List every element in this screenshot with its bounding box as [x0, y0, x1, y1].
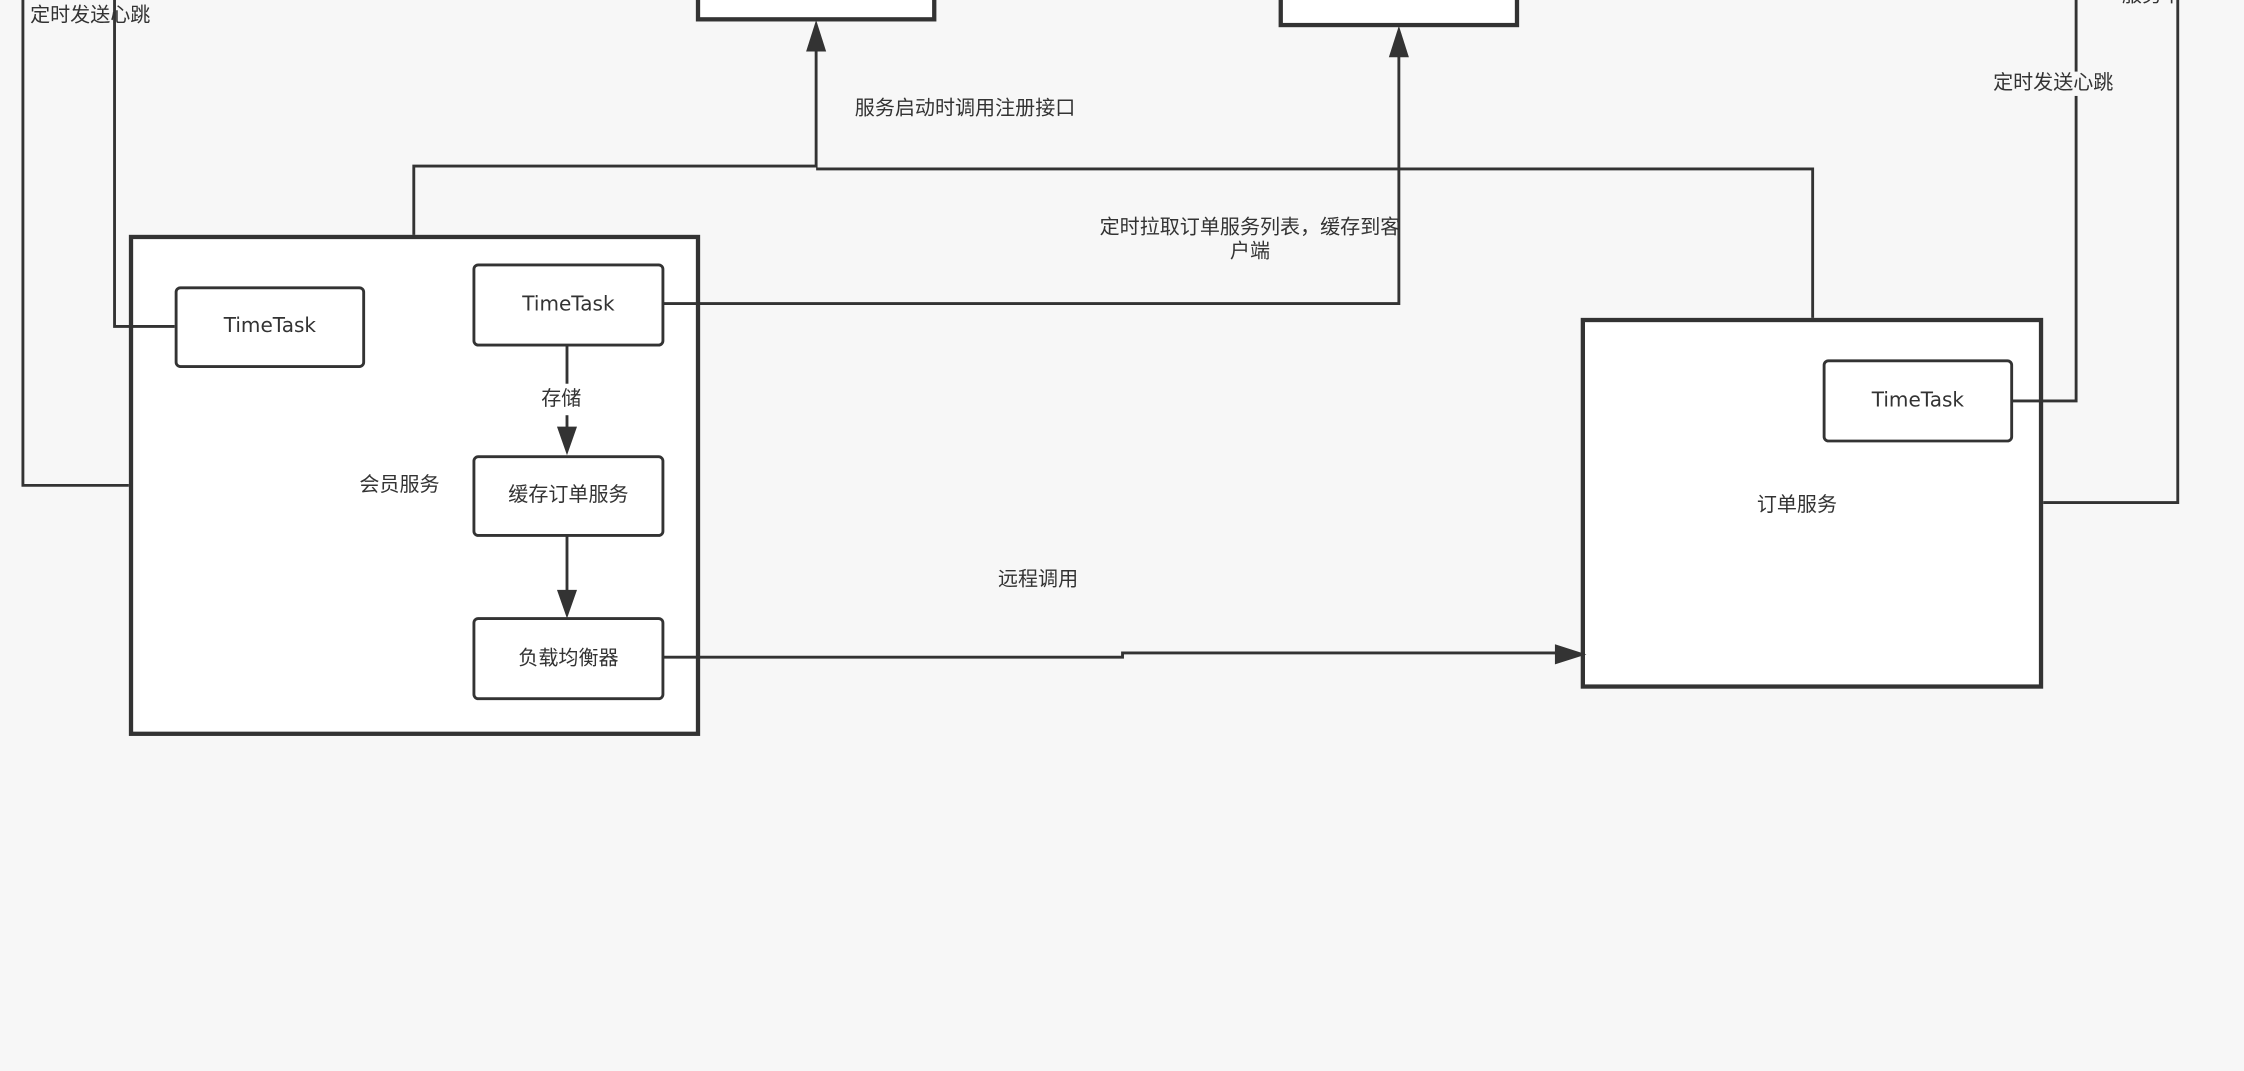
edge-order-outer-right [2043, 0, 2180, 504]
order-service-label: 订单服务 [1756, 493, 1837, 517]
edge-heartbeat-left [113, 0, 175, 328]
timetask-heartbeat-node[interactable]: TimeTask [174, 286, 366, 368]
registry-box-left[interactable] [695, 0, 937, 22]
registry-box-right[interactable] [1278, 0, 1520, 28]
heartbeat-left-label: 定时发送心跳 [30, 4, 151, 28]
member-service-label: 会员服务 [359, 473, 440, 499]
load-balancer-node[interactable]: 负载均衡器 [472, 617, 665, 701]
edge-remote-call [662, 651, 1558, 659]
timetask-order-node[interactable]: TimeTask [1822, 359, 2014, 443]
cache-order-service-node[interactable]: 缓存订单服务 [472, 455, 665, 537]
cropped-top-right-label: 服务下 [2122, 0, 2182, 9]
store-label: 存储 [539, 388, 583, 413]
edge-heartbeat-right [2011, 0, 2078, 403]
heartbeat-right-label: 定时发送心跳 [1993, 71, 2114, 96]
edge-register-order [816, 167, 1815, 318]
arrow-store [556, 426, 578, 456]
edge-register-member [412, 47, 818, 235]
arrow-remote-call [1554, 644, 1587, 665]
register-label: 服务启动时调用注册接口 [854, 97, 1076, 121]
arrow-cache-lb [556, 589, 578, 619]
timetask-pull-node[interactable]: TimeTask [472, 263, 665, 347]
arrow-pull-list [1388, 25, 1409, 58]
pull-list-label: 定时拉取订单服务列表，缓存到客户端 [1099, 216, 1401, 264]
remote-call-label: 远程调用 [997, 568, 1079, 592]
edges [21, 0, 2180, 665]
arrow-register [806, 20, 827, 52]
edge-member-outer-left [21, 0, 129, 487]
edge-pull-list [662, 54, 1401, 305]
